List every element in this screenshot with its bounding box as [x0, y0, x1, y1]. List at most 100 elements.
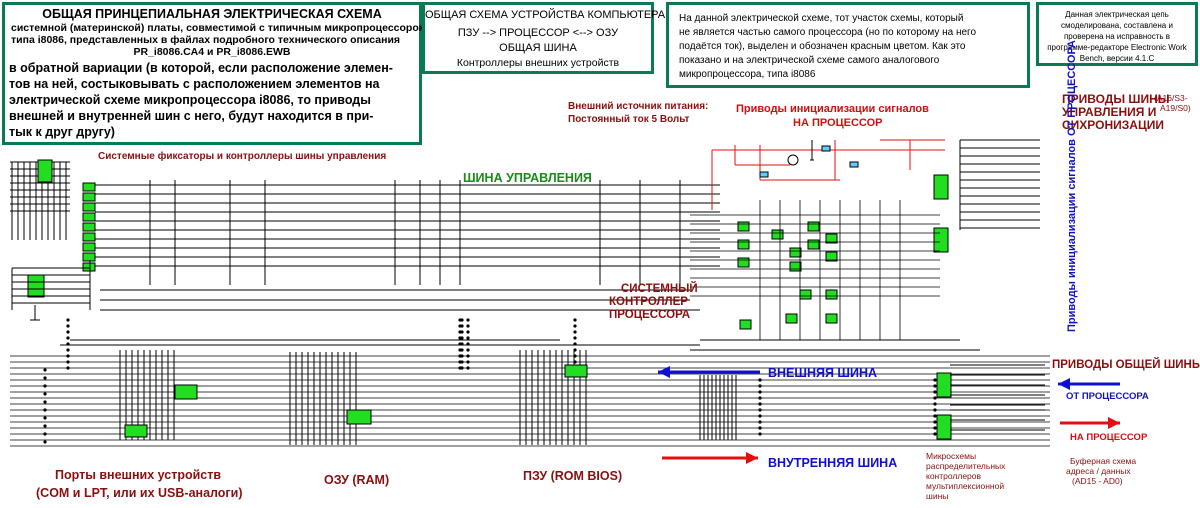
intro-body1: в обратной вариации (в которой, если рас… [9, 61, 393, 75]
ewb-line2: смоделирована, составлена и [1061, 21, 1173, 30]
junction [66, 348, 70, 352]
chip [82, 232, 96, 242]
chip [82, 192, 96, 202]
junction [573, 318, 577, 322]
chip [771, 229, 784, 240]
chip [564, 364, 588, 378]
junction [66, 342, 70, 346]
bus-ctrl-label-1: ПРИВОДЫ ШИНЫ [1062, 92, 1170, 106]
chip [82, 202, 96, 212]
resistor [821, 145, 831, 152]
internal-bus-label: ВНУТРЕННЯЯ ШИНА [768, 456, 898, 470]
intro-body4: внешней и внутренней шин с него, будут н… [9, 109, 374, 123]
chip [174, 384, 198, 400]
intro-body5: тык к друг другу) [9, 125, 115, 139]
junction [933, 432, 937, 436]
sys-controller-label-1: СИСТЕМНЫЙ [621, 283, 698, 295]
arrow-head [1058, 378, 1070, 390]
junction [66, 318, 70, 322]
bus-ctrl-note-1: (A16/S3- [1154, 93, 1188, 103]
junction [758, 432, 762, 436]
ewb-line4: программе-редакторе Electronic Work [1047, 43, 1187, 52]
chip [825, 251, 838, 262]
chip [933, 174, 949, 200]
sys-controller-label-3: ПРОЦЕССОРА [609, 309, 691, 321]
rom-label: ПЗУ (ROM BIOS) [523, 469, 623, 483]
scheme-line2: ОБЩАЯ ШИНА [499, 42, 577, 54]
resistor [759, 171, 769, 178]
control-bus-label: ШИНА УПРАВЛЕНИЯ [463, 171, 592, 185]
note-box: На данной электрической схеме, тот участ… [666, 2, 1030, 88]
bus-ctrl-label-3: СИХРОНИЗАЦИИ [1062, 118, 1164, 132]
intro-files: PR_i8086.CA4 и PR_i8086.EWB [133, 46, 291, 58]
note-line3: подаётся ток), выделен и обозначен красн… [679, 41, 966, 52]
arrow-head [746, 452, 758, 464]
junction [466, 342, 470, 346]
init-label-1: Приводы инициализации сигналов [736, 103, 929, 115]
chip [82, 252, 96, 262]
ports-label-2: (COM и LPT, или их USB-аналоги) [36, 486, 243, 500]
arrow-head [1108, 417, 1120, 429]
chip [82, 262, 96, 272]
from-cpu-label: ОТ ПРОЦЕССОРА [1066, 391, 1149, 402]
chip [739, 319, 752, 330]
chip [807, 221, 820, 232]
chip [82, 212, 96, 222]
chip [807, 239, 820, 250]
junction [758, 390, 762, 394]
chip [82, 222, 96, 232]
junction [43, 432, 47, 436]
junction [66, 324, 70, 328]
arrow-head [658, 366, 670, 378]
mux-label-3: контроллеров [926, 471, 982, 481]
chip [737, 257, 750, 268]
bus-ctrl-label-2: УПРАВЛЕНИЯ И [1062, 105, 1157, 119]
junction [758, 384, 762, 388]
ports-label-1: Порты внешних устройств [55, 468, 222, 482]
junction [758, 426, 762, 430]
power-label-1: Внешний источник питания: [568, 101, 709, 112]
ewb-line3: проверена на исправность в [1063, 32, 1171, 41]
junction [43, 400, 47, 404]
junction [466, 330, 470, 334]
junction [466, 324, 470, 328]
mux-label-2: распределительных [926, 461, 1006, 471]
scheme-box: ОБЩАЯ СХЕМА УСТРОЙСТВА КОМПЬЮТЕРА: ПЗУ -… [422, 2, 668, 74]
junction [43, 384, 47, 388]
ewb-line1: Данная электрическая цепь [1065, 10, 1169, 19]
junction [933, 414, 937, 418]
junction [466, 336, 470, 340]
switch-icon [787, 154, 799, 166]
junction [758, 378, 762, 382]
sys-controller-label-2: КОНТРОЛЛЕР [609, 296, 688, 308]
chip [825, 289, 838, 300]
junction [43, 376, 47, 380]
scheme-line3: Контроллеры внешних устройств [456, 57, 620, 69]
intro-body2: тов на ней, состыковывать с расположение… [9, 77, 380, 91]
note-line2: не является частью самого процессора (но… [679, 27, 977, 38]
junction [43, 440, 47, 444]
to-cpu-label: НА ПРОЦЕССОР [1070, 432, 1148, 443]
junction [933, 426, 937, 430]
junction [460, 318, 464, 322]
junction [933, 408, 937, 412]
system-fixators-label: Системные фиксаторы и контроллеры шины у… [98, 151, 387, 162]
junction [460, 336, 464, 340]
chip [27, 274, 45, 298]
chip [936, 414, 952, 440]
chip [933, 227, 949, 253]
junction [573, 330, 577, 334]
general-bus-label: ПРИВОДЫ ОБЩЕЙ ШИНЫ [1052, 359, 1200, 371]
junction [43, 424, 47, 428]
note-line4: показано и на электрической схеме самого… [679, 55, 940, 66]
chip [785, 313, 798, 324]
mux-label-5: шины [926, 491, 949, 501]
scheme-line1: ПЗУ --> ПРОЦЕССОР <--> ОЗУ [457, 27, 619, 39]
junction [573, 342, 577, 346]
buffer-label-3: (AD15 - AD0) [1072, 476, 1123, 486]
junction [933, 420, 937, 424]
chip [737, 239, 750, 250]
power-label-2: Постоянный ток 5 Вольт [568, 114, 690, 125]
mux-label-1: Микросхемы [926, 451, 977, 461]
